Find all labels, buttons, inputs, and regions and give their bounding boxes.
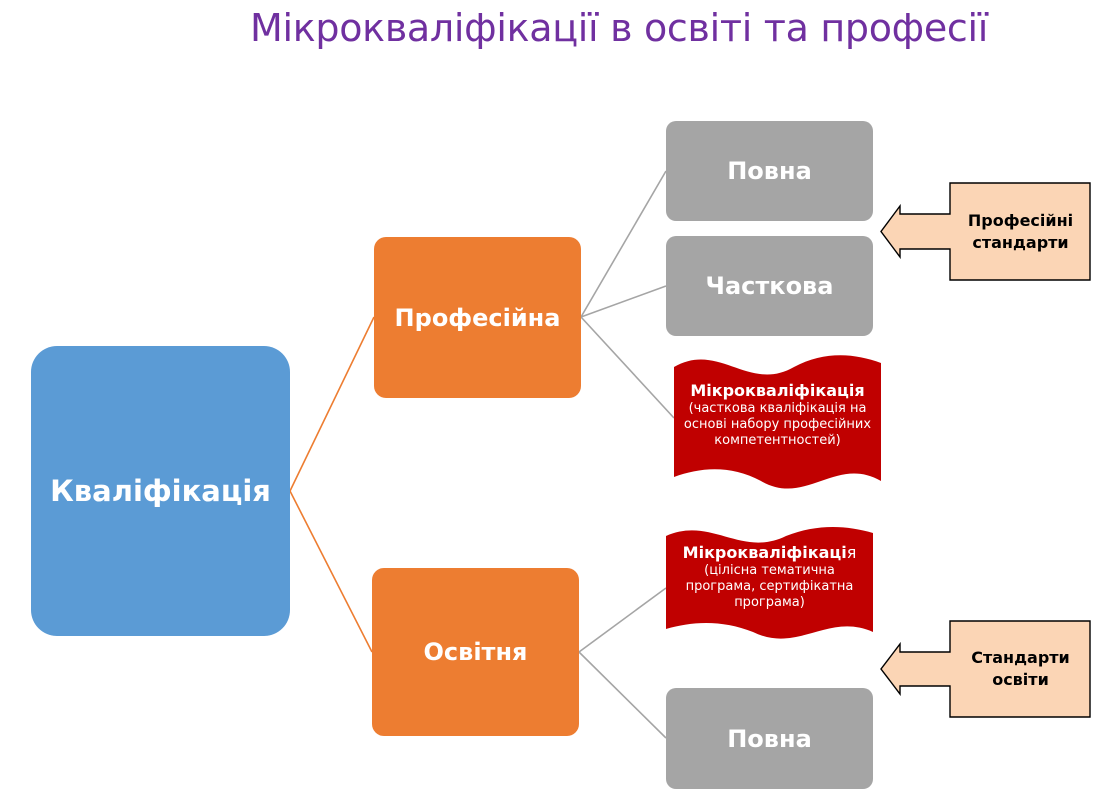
branch-node-label: Професійна xyxy=(394,303,561,332)
connector-root-educational xyxy=(289,490,373,653)
connector-prof-partial xyxy=(580,285,667,318)
micro-banner-description: (часткова кваліфікація на основі набору … xyxy=(683,401,872,448)
micro-banner-educational: Мікрокваліфікація (цілісна тематична про… xyxy=(666,522,873,648)
root-node-label: Кваліфікація xyxy=(50,474,271,508)
micro-banner-title-rest: я xyxy=(846,543,857,562)
callout-education-standards: Стандарти освіти xyxy=(880,620,1091,718)
callout-professional-standards: Професійні стандарти xyxy=(880,182,1091,281)
micro-banner-title: Мікрокваліфікація xyxy=(690,381,865,400)
leaf-node-educational-full: Повна xyxy=(666,688,873,789)
branch-node-educational: Освітня xyxy=(372,568,579,736)
connector-prof-micro xyxy=(580,316,675,419)
leaf-node-professional-full: Повна xyxy=(666,121,873,221)
leaf-node-label: Повна xyxy=(727,157,812,185)
branch-node-label: Освітня xyxy=(423,638,528,666)
connector-edu-micro xyxy=(578,587,667,653)
left-arrow-callout-icon xyxy=(880,182,1091,281)
micro-banner-description: (цілісна тематична програма, сертифікатн… xyxy=(685,563,854,610)
leaf-node-label: Часткова xyxy=(705,272,834,300)
wave-banner-icon xyxy=(674,355,881,489)
leaf-node-label: Повна xyxy=(727,724,812,753)
root-node-qualification: Кваліфікація xyxy=(31,346,290,636)
leaf-node-professional-partial: Часткова xyxy=(666,236,873,336)
micro-banner-title-bold: Мікрокваліфікаці xyxy=(682,543,847,562)
branch-node-professional: Професійна xyxy=(374,237,581,398)
micro-banner-title: Мікрокваліфікація xyxy=(683,543,857,563)
connector-edu-full xyxy=(578,651,667,739)
wave-banner-icon xyxy=(666,526,873,639)
micro-banner-professional: Мікрокваліфікація (часткова кваліфікація… xyxy=(674,349,881,499)
callout-label: Стандарти освіти xyxy=(971,648,1070,689)
connector-root-professional xyxy=(289,316,375,492)
left-arrow-callout-icon xyxy=(880,620,1091,718)
callout-label: Професійні стандарти xyxy=(967,210,1074,252)
connector-prof-full xyxy=(580,170,667,318)
page-title: Мікрокваліфікації в освіті та професії xyxy=(250,6,989,50)
